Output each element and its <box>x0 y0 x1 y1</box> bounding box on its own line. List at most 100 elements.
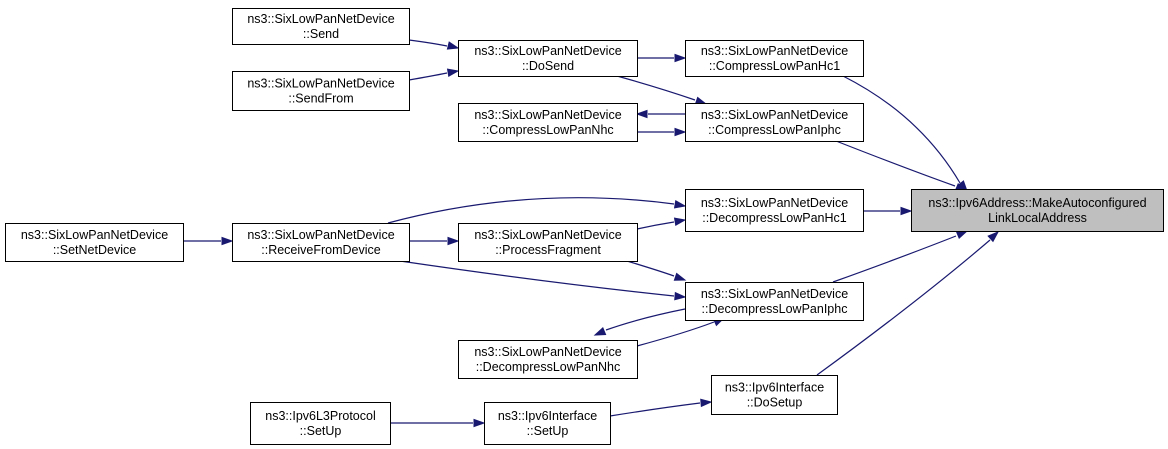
node-ciphc[interactable]: ns3::SixLowPanNetDevice::CompressLowPanI… <box>685 103 864 142</box>
node-label-line: ns3::SixLowPanNetDevice <box>701 287 848 301</box>
edge-dnhc-diphc <box>636 317 726 347</box>
edge-line <box>408 39 448 47</box>
node-label-line: ns3::Ipv6L3Protocol <box>265 409 376 423</box>
node-label-line: ns3::SixLowPanNetDevice <box>247 228 394 242</box>
node-label-line: ns3::SixLowPanNetDevice <box>474 228 621 242</box>
node-dosetup[interactable]: ns3::Ipv6Interface::DoSetup <box>711 375 838 415</box>
node-label-line: ::DoSetup <box>747 396 803 410</box>
node-box <box>911 189 1164 232</box>
node-recv[interactable]: ns3::SixLowPanNetDevice::ReceiveFromDevi… <box>232 223 410 262</box>
node-label-line: ns3::SixLowPanNetDevice <box>474 44 621 58</box>
edge-recv-frag <box>409 236 460 246</box>
edge-diphc-dnhc <box>593 308 686 336</box>
edge-arrowhead <box>446 68 460 77</box>
node-label-line: ns3::SixLowPanNetDevice <box>701 196 848 210</box>
node-box <box>232 223 410 262</box>
edge-line <box>609 402 701 417</box>
node-l3setup[interactable]: ns3::Ipv6L3Protocol::SetUp <box>250 402 391 445</box>
node-label-line: ::SetNetDevice <box>53 243 136 257</box>
node-label-line: ns3::Ipv6Interface <box>498 409 597 423</box>
node-label-line: ::DoSend <box>522 59 574 73</box>
node-label-line: ::SetUp <box>300 424 342 438</box>
edge-send-dosend <box>408 39 460 50</box>
node-dosend[interactable]: ns3::SixLowPanNetDevice::DoSend <box>458 40 638 77</box>
edge-arrowhead <box>593 326 607 336</box>
edge-line <box>399 260 675 297</box>
edge-line <box>387 197 675 224</box>
node-ifsetup[interactable]: ns3::Ipv6Interface::SetUp <box>484 402 611 445</box>
node-make[interactable]: ns3::Ipv6Address::MakeAutoconfiguredLink… <box>911 189 1164 232</box>
edge-arrowhead <box>673 200 687 209</box>
node-label-line: ::CompressLowPanIphc <box>708 123 841 137</box>
node-box <box>458 340 638 379</box>
node-box <box>685 282 864 321</box>
edge-l3setup-ifsetup <box>390 418 486 428</box>
edge-dosend-hc1 <box>637 53 687 63</box>
node-label-line: ns3::Ipv6Interface <box>725 381 824 395</box>
node-box <box>685 40 864 77</box>
node-label-line: ::DecompressLowPanNhc <box>476 360 621 374</box>
node-sendfrom[interactable]: ns3::SixLowPanNetDevice::SendFrom <box>232 71 410 111</box>
edge-line <box>605 308 686 331</box>
node-dnhc[interactable]: ns3::SixLowPanNetDevice::DecompressLowPa… <box>458 340 638 379</box>
node-send[interactable]: ns3::SixLowPanNetDevice::Send <box>232 8 410 45</box>
edge-arrowhead <box>446 41 460 50</box>
edge-arrowhead <box>900 206 913 216</box>
edge-frag-dhc1 <box>636 217 687 230</box>
edge-arrowhead <box>674 127 687 137</box>
edge-setnet-recv <box>183 236 234 246</box>
node-label-line: ::CompressLowPanNhc <box>482 123 613 137</box>
node-frag[interactable]: ns3::SixLowPanNetDevice::ProcessFragment <box>458 223 638 262</box>
edge-line <box>408 72 448 81</box>
edge-arrowhead <box>673 217 687 226</box>
node-box <box>711 375 838 415</box>
edge-arrowhead <box>674 291 687 301</box>
edge-arrowhead <box>987 231 1000 243</box>
node-box <box>250 402 391 445</box>
edge-diphc-make <box>832 230 969 283</box>
edge-ciphc-make <box>835 140 968 192</box>
node-label-line: ::Send <box>303 27 339 41</box>
edge-dosetup-make <box>816 231 1000 376</box>
node-box <box>484 402 611 445</box>
edge-dosend-ciphc <box>616 75 708 105</box>
node-label-line: ::ReceiveFromDevice <box>261 243 381 257</box>
node-label-line: ns3::SixLowPanNetDevice <box>701 44 848 58</box>
edge-line <box>832 235 957 283</box>
edge-line <box>835 140 956 187</box>
node-hc1[interactable]: ns3::SixLowPanNetDevice::CompressLowPanH… <box>685 40 864 77</box>
node-cnhc[interactable]: ns3::SixLowPanNetDevice::CompressLowPanN… <box>458 103 638 142</box>
edge-arrowhead <box>447 236 460 246</box>
edge-arrowhead <box>673 272 687 281</box>
edge-recv-dhc1 <box>387 197 687 224</box>
edge-line <box>842 75 961 184</box>
node-diphc[interactable]: ns3::SixLowPanNetDevice::DecompressLowPa… <box>685 282 864 321</box>
node-label-line: LinkLocalAddress <box>988 211 1087 225</box>
node-setnet[interactable]: ns3::SixLowPanNetDevice::SetNetDevice <box>5 223 184 262</box>
edges-layer <box>183 39 1000 428</box>
node-label-line: ::SetUp <box>527 424 569 438</box>
edge-ciphc-cnhc <box>635 109 685 119</box>
node-box <box>458 40 638 77</box>
node-label-line: ::DecompressLowPanHc1 <box>702 211 847 225</box>
edge-arrowhead <box>635 109 648 119</box>
node-label-line: ns3::SixLowPanNetDevice <box>701 108 848 122</box>
edge-line <box>616 75 696 101</box>
edge-line <box>636 321 715 347</box>
edge-line <box>636 221 675 230</box>
node-box <box>458 103 638 142</box>
edge-frag-diphc <box>626 260 687 281</box>
node-box <box>685 189 864 232</box>
node-box <box>685 103 864 142</box>
node-dhc1[interactable]: ns3::SixLowPanNetDevice::DecompressLowPa… <box>685 189 864 232</box>
node-label-line: ns3::SixLowPanNetDevice <box>21 228 168 242</box>
edge-sendfrom-dosend <box>408 68 460 81</box>
edge-arrowhead <box>473 418 486 428</box>
node-label-line: ns3::Ipv6Address::MakeAutoconfigured <box>928 196 1146 210</box>
node-label-line: ::SendFrom <box>288 92 353 106</box>
nodes-layer: ns3::Ipv6Address::MakeAutoconfiguredLink… <box>5 8 1164 445</box>
node-label-line: ::DecompressLowPanIphc <box>702 302 848 316</box>
edge-arrowhead <box>221 236 234 246</box>
edge-arrowhead <box>674 53 687 63</box>
